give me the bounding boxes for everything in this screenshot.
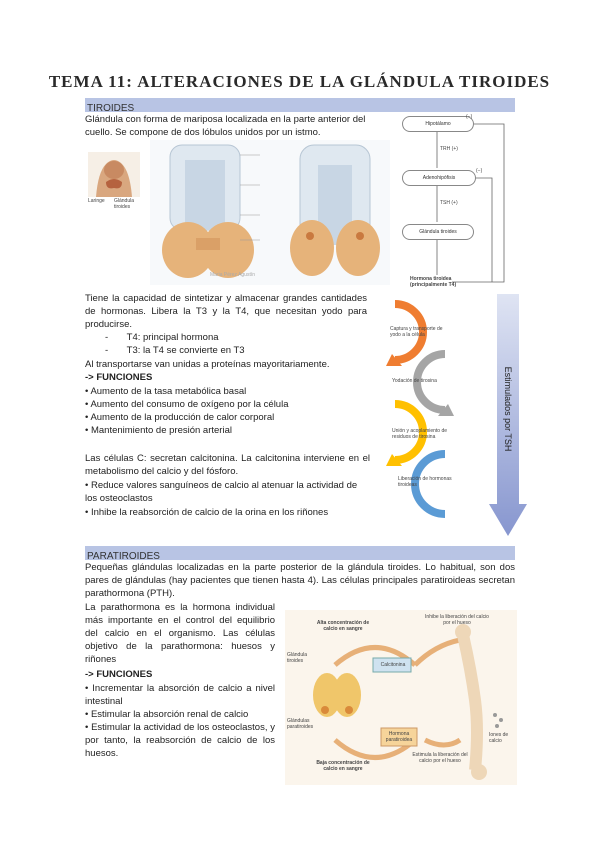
hormone-list: - T4: principal hormona - T3: la T4 se c… xyxy=(105,331,365,357)
label-alta: Alta concentración de calcio en sangre xyxy=(316,620,370,632)
funciones-label: -> FUNCIONES xyxy=(85,372,153,383)
feedback-1: (−) xyxy=(466,114,473,120)
paratiroides-funciones-label: -> FUNCIONES xyxy=(85,669,153,680)
arrow-tsh: TSH (+) xyxy=(440,200,458,206)
paratiroides-p1: Pequeñas glándulas localizadas en la par… xyxy=(85,562,515,599)
tiroides-intro: Glándula con forma de mariposa localizad… xyxy=(85,114,366,138)
caption-glandula: Glándula tiroides xyxy=(114,198,135,210)
funciones2-list: • Reduce valores sanguíneos de calcio al… xyxy=(85,479,370,519)
list-item: • Inhibe la reabsorción de calcio de la … xyxy=(85,507,329,518)
section-header-tiroides: TIROIDES xyxy=(85,98,515,114)
neck-figure: Laringe Glándula tiroides xyxy=(88,152,140,212)
paratiroides-p2: La parathormona es la hormona individual… xyxy=(85,602,275,665)
cycle-step: Yodación de tirosina xyxy=(392,378,437,384)
label-hormona-paratiroidea: Hormona paratiroidea xyxy=(385,731,413,743)
iodine-cycle-diagram: Captura y transporte de yodo a la célula… xyxy=(370,296,470,536)
caption-laringe: Laringe xyxy=(88,198,105,204)
list-item: • Aumento de la producción de calor corp… xyxy=(85,412,275,423)
list-item: • Incrementar la absorción de calcio a n… xyxy=(85,683,275,707)
cycle-step: Captura y transporte de yodo a la célula xyxy=(390,326,443,338)
list-item: • Aumento del consumo de oxígeno por la … xyxy=(85,399,289,410)
list-item: • Reduce valores sanguíneos de calcio al… xyxy=(85,480,358,504)
tsh-arrow: Estimulados por TSH xyxy=(489,294,527,536)
hormone-list-item: - T3: la T4 se convierte en T3 xyxy=(105,345,245,356)
section-heading: TIROIDES xyxy=(87,103,135,114)
tiroides-p3: Las células C: secretan calcitonina. La … xyxy=(85,453,370,477)
calcium-regulation-figure: Alta concentración de calcio en sangre B… xyxy=(285,610,517,785)
box-adenohipofisis: Adenohipófisis xyxy=(402,170,476,186)
hormone-axis-flowchart: Hipotálamo TRH (+) Adenohipófisis TSH (+… xyxy=(392,110,512,290)
section-heading: PARATIROIDES xyxy=(87,551,160,562)
section-header-paratiroides: PARATIROIDES xyxy=(85,546,515,562)
label-tiroides: Glándula tiroides xyxy=(287,652,308,664)
tiroides-p2: Al transportarse van unidas a proteínas … xyxy=(85,359,330,370)
list-item: • Estimular la absorción renal de calcio xyxy=(85,709,249,720)
tsh-label: Estimulados por TSH xyxy=(503,366,513,452)
list-item: • Estimular la actividad de los osteocla… xyxy=(85,722,275,759)
box-hormona-tiroidea: Hormona tiroidea (principalmente T4) xyxy=(410,276,457,288)
label-paratiroides: Glándulas paratiroides xyxy=(287,718,314,730)
box-glandula-tiroides: Glándula tiroides xyxy=(402,224,474,240)
cycle-step: Unión y acoplamiento de residuos de tiro… xyxy=(392,428,448,440)
label-estimula: Estimula la liberación del calcio por el… xyxy=(412,752,468,764)
hormone-list-item: - T4: principal hormona xyxy=(105,332,219,343)
feedback-2: (−) xyxy=(476,168,483,174)
label-calcitonina: Calcitonina xyxy=(380,662,406,668)
list-item: • Mantenimiento de presión arterial xyxy=(85,425,232,436)
thyroid-anatomy-figure: Maria Pérez Agustín xyxy=(150,140,390,285)
tiroides-p1: Tiene la capacidad de sintetizar y almac… xyxy=(85,293,367,330)
paratiroides-funciones-list: • Incrementar la absorción de calcio a n… xyxy=(85,682,275,760)
cycle-step: Liberación de hormonas tiroideas xyxy=(398,476,452,488)
arrow-trh: TRH (+) xyxy=(440,146,458,152)
list-item: • Aumento de la tasa metabólica basal xyxy=(85,386,247,397)
funciones-list: • Aumento de la tasa metabólica basal • … xyxy=(85,385,375,437)
box-hipotalamo: Hipotálamo xyxy=(402,116,474,132)
page-title: TEMA 11: ALTERACIONES DE LA GLÁNDULA TIR… xyxy=(48,72,551,91)
label-baja: Baja concentración de calcio en sangre xyxy=(316,760,370,772)
label-inhibe: Inhibe la liberación del calcio por el h… xyxy=(425,614,489,626)
label-iones: Iones de calcio xyxy=(489,732,509,744)
watermark: Maria Pérez Agustín xyxy=(210,272,256,278)
